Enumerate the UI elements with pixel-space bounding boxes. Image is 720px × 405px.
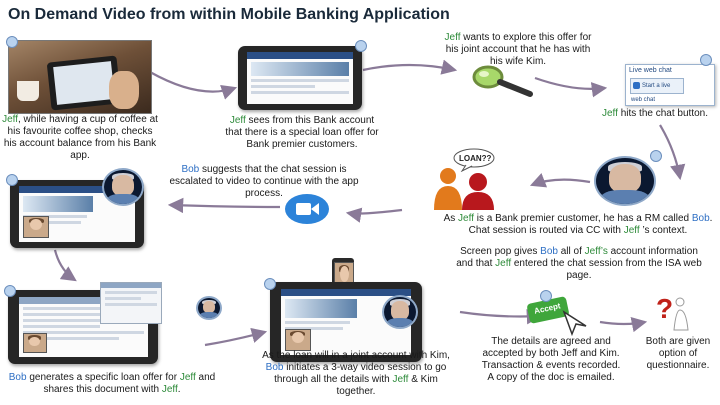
video-camera-icon (284, 193, 330, 225)
rm-three-way-avatar (382, 295, 418, 329)
arrow-4-5 (659, 124, 686, 181)
step-6-caption: Screen pop gives Bob all of Jeff’s accou… (456, 246, 702, 281)
arrow-3-4 (534, 76, 608, 98)
step-3-caption: Jeff wants to explore this offer for his… (444, 32, 592, 67)
step-marker (700, 54, 712, 66)
step-marker (6, 36, 18, 48)
arrow-6-7 (345, 207, 403, 223)
questionnaire-icon: ? (646, 292, 694, 332)
document-preview (100, 282, 162, 324)
arrow-8-9 (53, 249, 77, 282)
step-marker (540, 290, 552, 302)
tablet-loan-document (8, 290, 158, 364)
step-marker (355, 40, 367, 52)
tablet-video-session (10, 180, 144, 248)
speech-bubble-text: LOAN?? (459, 154, 492, 163)
tablet-bank-app (238, 46, 362, 110)
step-7-caption: Bob suggests that the chat session is es… (169, 164, 359, 199)
rm-avatar-bob (594, 156, 656, 206)
step-8-caption: Bob generates a specific loan offer for … (8, 372, 216, 395)
step-2-caption: Jeff sees from this Bank account that th… (225, 115, 379, 150)
start-chat-button[interactable]: Start a live web chat (630, 78, 684, 103)
diagram-title: On Demand Video from within Mobile Banki… (8, 6, 450, 23)
magnifier-icon (470, 64, 536, 100)
arrow-9-10 (204, 327, 268, 347)
svg-text:?: ? (656, 293, 673, 324)
coffee-shop-photo (8, 40, 152, 114)
step-10-caption: The details are agreed and accepted by b… (481, 336, 621, 383)
step-5-caption: As Jeff is a Bank premier customer, he h… (443, 213, 713, 236)
step-marker (6, 174, 18, 186)
arrow-2-3 (362, 59, 458, 75)
step-11-caption: Both are given option of questionnaire. (645, 336, 711, 371)
step-marker (4, 285, 16, 297)
step-marker (264, 278, 276, 290)
live-chat-panel: Live web chat Start a live web chat (625, 64, 715, 106)
arrow-11-12 (599, 317, 648, 333)
arrow-1-2 (149, 71, 238, 100)
rm-video-avatar (102, 168, 144, 206)
step-9-caption: As the loan will in a joint account with… (262, 350, 450, 397)
customer-icons (430, 160, 510, 210)
accept-key-icon (524, 294, 588, 337)
chat-panel-title: Live web chat (629, 67, 672, 74)
step-marker (650, 150, 662, 162)
arrow-5-6 (529, 173, 591, 188)
step-1-caption: Jeff, while having a cup of coffee at hi… (2, 114, 158, 161)
rm-mini-avatar (196, 296, 222, 320)
arrow-7-8 (167, 197, 281, 214)
step-4-caption: Jeff hits the chat button. (602, 108, 708, 119)
loan-speech-bubble (452, 148, 496, 173)
chat-icon (633, 82, 640, 89)
